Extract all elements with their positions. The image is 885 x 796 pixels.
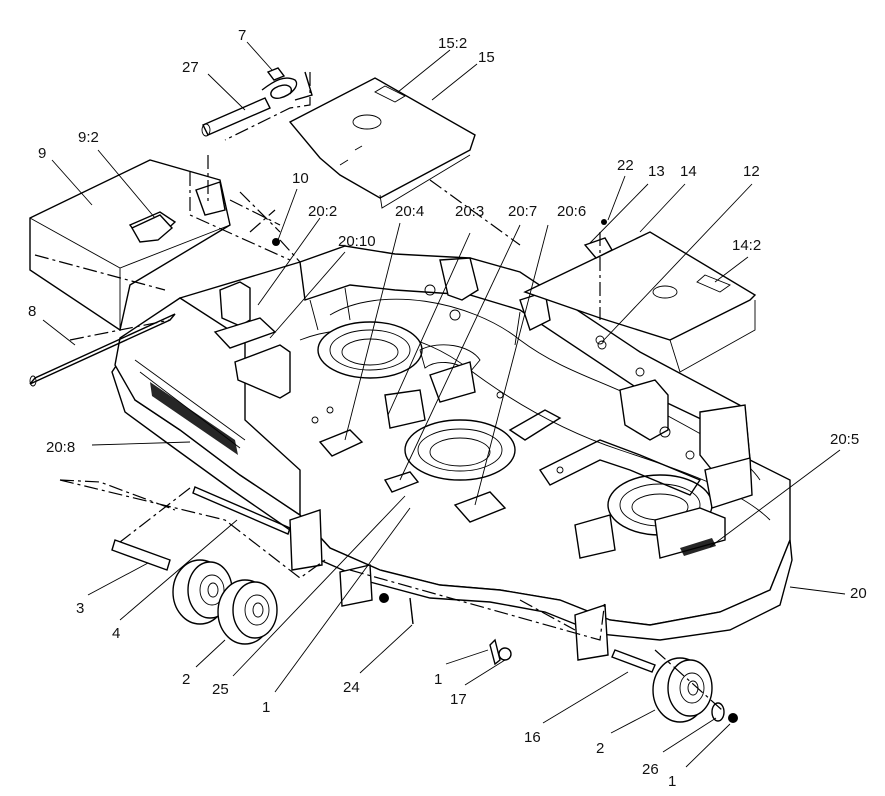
callout-15-2: 15:2 (438, 35, 467, 52)
callout-20-2: 20:2 (308, 203, 337, 220)
callout-20-6: 20:6 (557, 203, 586, 220)
assembly-centerlines (34, 72, 723, 711)
callout-8: 8 (28, 303, 36, 320)
callout-13: 13 (648, 163, 665, 180)
callout-1-center: 1 (434, 671, 442, 688)
callout-25: 25 (212, 681, 229, 698)
callout-2-left: 2 (182, 671, 190, 688)
spring-and-rod (201, 67, 313, 137)
callout-20-5: 20:5 (830, 431, 859, 448)
leader-lines (42, 41, 846, 768)
callout-1-right: 1 (668, 773, 676, 790)
callout-14-2: 14:2 (732, 237, 761, 254)
wheel-right (652, 657, 713, 723)
callout-20: 20 (850, 585, 867, 602)
callout-14: 14 (680, 163, 697, 180)
callout-4: 4 (112, 625, 120, 642)
callout-22: 22 (617, 157, 634, 174)
callout-10: 10 (292, 170, 309, 187)
callout-labels: 7 27 15:2 15 9:2 9 10 20:2 20:4 20:3 20:… (28, 27, 867, 790)
callout-15: 15 (478, 49, 495, 66)
callout-26: 26 (642, 761, 659, 778)
callout-9: 9 (38, 145, 46, 162)
callout-20-3: 20:3 (455, 203, 484, 220)
wheels (172, 559, 713, 723)
callout-1-left: 1 (262, 699, 270, 716)
callout-20-4: 20:4 (395, 203, 424, 220)
hardware (29, 214, 738, 723)
callout-7: 7 (238, 27, 246, 44)
callout-16: 16 (524, 729, 541, 746)
shield-15 (288, 77, 476, 209)
callout-17: 17 (450, 691, 467, 708)
mower-deck (111, 245, 793, 641)
callout-20-8: 20:8 (46, 439, 75, 456)
callout-24: 24 (343, 679, 360, 696)
callout-12: 12 (743, 163, 760, 180)
callout-27: 27 (182, 59, 199, 76)
callout-20-7: 20:7 (508, 203, 537, 220)
callout-2-right: 2 (596, 740, 604, 757)
wheel-left-front (217, 579, 278, 645)
callout-9-2: 9:2 (78, 129, 99, 146)
callout-3: 3 (76, 600, 84, 617)
callout-20-10: 20:10 (338, 233, 376, 250)
